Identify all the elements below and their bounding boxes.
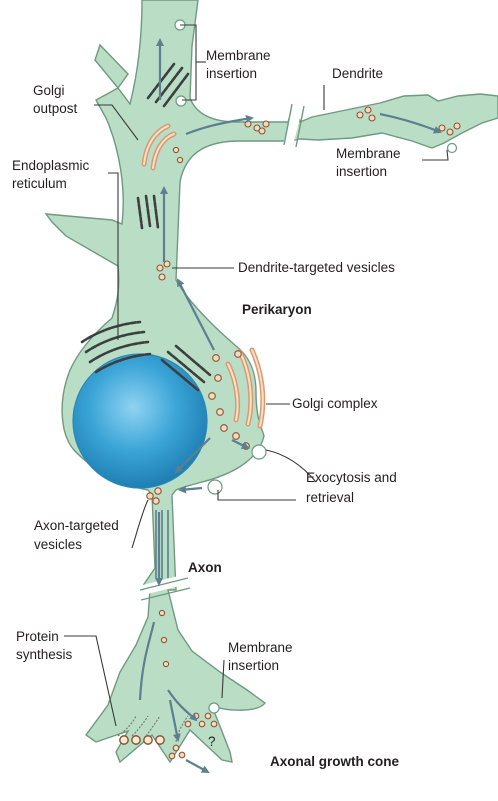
axonal-growth-cone-label: Axonal growth cone <box>270 754 400 769</box>
axon-targeted-vesicles-label: Axon-targeted vesicles <box>34 518 123 552</box>
perikaryon-label: Perikaryon <box>242 302 312 317</box>
membrane-insertion-bottom-label: Membrane insertion <box>228 640 296 673</box>
endoplasmic-reticulum-label: Endoplasmic reticulum <box>12 158 93 191</box>
nucleus <box>73 354 207 488</box>
upper-left-branch <box>95 45 128 88</box>
dendrite-label: Dendrite <box>332 66 383 81</box>
protein-synthesis-label: Protein synthesis <box>16 629 73 662</box>
membrane-insertion-top-label: Membrane insertion <box>206 48 274 81</box>
exocytosis-retrieval-label: Exocytosis and retrieval <box>306 470 401 505</box>
axon-label: Axon <box>188 560 222 575</box>
dendrite-targeted-vesicles-label: Dendrite-targeted vesicles <box>238 260 395 275</box>
golgi-outpost-label: Golgi outpost <box>33 83 78 116</box>
membrane-insertion-right-label: Membrane insertion <box>336 146 404 179</box>
golgi-complex-label: Golgi complex <box>292 396 378 411</box>
question-mark: ? <box>208 734 216 749</box>
